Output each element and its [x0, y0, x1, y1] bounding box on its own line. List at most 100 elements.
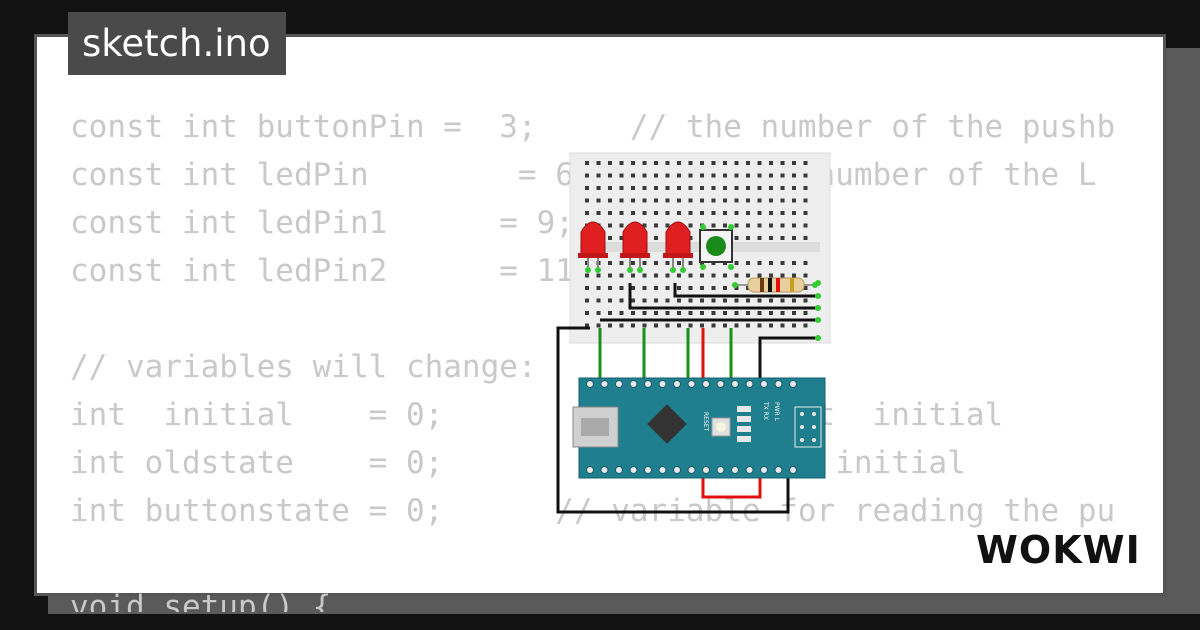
breadboard-hole	[780, 261, 785, 265]
breadboard-hole	[608, 311, 612, 315]
header-pin	[615, 380, 623, 388]
breadboard-hole	[803, 211, 808, 215]
breadboard-hole	[711, 286, 716, 290]
pushbutton[interactable]	[699, 229, 733, 263]
breadboard-hole	[757, 223, 762, 228]
breadboard-hole	[757, 323, 762, 328]
breadboard-hole	[723, 161, 727, 165]
breadboard-hole	[792, 323, 796, 328]
breadboard-hole	[803, 161, 808, 165]
breadboard-hole	[757, 198, 762, 203]
breadboard-hole	[631, 286, 635, 290]
breadboard-hole	[792, 173, 796, 178]
breadboard-hole	[734, 261, 739, 265]
breadboard-hole	[642, 161, 647, 165]
breadboard-hole	[746, 161, 750, 165]
breadboard-hole	[631, 273, 635, 278]
breadboard-hole	[642, 323, 647, 328]
breadboard-hole	[631, 298, 635, 303]
breadboard-hole	[734, 298, 739, 303]
breadboard-hole	[746, 173, 750, 178]
header-pin	[789, 380, 797, 388]
connection-point	[700, 264, 706, 270]
breadboard-hole	[642, 286, 647, 290]
breadboard-hole	[631, 311, 635, 315]
breadboard-hole	[746, 186, 750, 190]
breadboard-hole	[723, 186, 727, 190]
breadboard-hole	[711, 186, 716, 190]
header-pin	[716, 466, 725, 474]
breadboard-hole	[608, 286, 612, 290]
breadboard-hole	[642, 273, 647, 278]
breadboard-hole	[654, 161, 658, 165]
breadboard-hole	[642, 223, 647, 228]
header-pin	[673, 380, 681, 388]
breadboard-hole	[642, 173, 647, 178]
header-pin	[644, 380, 652, 388]
file-tab[interactable]: sketch.ino	[68, 12, 286, 75]
breadboard-hole	[688, 223, 693, 228]
breadboard-hole	[700, 323, 704, 328]
breadboard-hole	[803, 236, 808, 240]
breadboard-hole	[688, 161, 693, 165]
breadboard-hole	[654, 211, 658, 215]
breadboard-hole	[746, 223, 750, 228]
breadboard-hole	[769, 161, 773, 165]
header-pin	[716, 380, 725, 388]
breadboard-hole	[585, 198, 589, 203]
breadboard-hole	[792, 161, 796, 165]
breadboard-hole	[734, 311, 739, 315]
breadboard-hole	[769, 186, 773, 190]
breadboard-hole	[792, 186, 796, 190]
header-pin	[600, 466, 609, 474]
breadboard-hole	[746, 323, 750, 328]
breadboard-hole	[619, 161, 624, 165]
breadboard-hole	[665, 298, 670, 303]
arduino-nano[interactable]: RESET TX RX PWR L	[572, 377, 826, 479]
breadboard-hole	[711, 298, 716, 303]
breadboard-hole	[654, 173, 658, 178]
connection-point	[700, 224, 706, 230]
breadboard-hole	[654, 186, 658, 190]
breadboard-hole	[803, 186, 808, 190]
breadboard-hole	[596, 311, 601, 315]
breadboard-hole	[769, 311, 773, 315]
breadboard-hole	[734, 323, 739, 328]
breadboard-hole	[688, 298, 693, 303]
breadboard-hole	[757, 211, 762, 215]
breadboard-hole	[596, 273, 601, 278]
breadboard-hole	[803, 286, 808, 290]
led-2[interactable]	[620, 221, 650, 270]
header-pin	[745, 380, 754, 388]
header-pin	[774, 380, 783, 388]
breadboard-hole	[769, 223, 773, 228]
led-3[interactable]	[663, 221, 693, 270]
header-pin	[687, 380, 696, 388]
header-pin	[629, 380, 638, 388]
breadboard-hole	[596, 198, 601, 203]
breadboard-hole	[596, 323, 601, 328]
breadboard-hole	[619, 286, 624, 290]
breadboard-hole	[757, 236, 762, 240]
breadboard-hole	[688, 173, 693, 178]
breadboard-hole	[665, 198, 670, 203]
breadboard-hole	[631, 161, 635, 165]
breadboard-hole	[734, 186, 739, 190]
breadboard-hole	[596, 298, 601, 303]
breadboard-hole	[780, 236, 785, 240]
header-pin	[789, 466, 797, 474]
breadboard-hole	[723, 198, 727, 203]
connection-point	[637, 267, 643, 273]
breadboard-hole	[734, 211, 739, 215]
header-pin	[629, 466, 638, 474]
breadboard-hole	[631, 173, 635, 178]
breadboard-hole	[780, 223, 785, 228]
connection-point	[585, 267, 591, 273]
header-pin	[745, 466, 754, 474]
breadboard-hole	[723, 298, 727, 303]
breadboard-hole	[608, 198, 612, 203]
breadboard-hole	[654, 223, 658, 228]
breadboard-hole	[803, 323, 808, 328]
connection-point	[815, 305, 821, 311]
breadboard-hole	[780, 198, 785, 203]
